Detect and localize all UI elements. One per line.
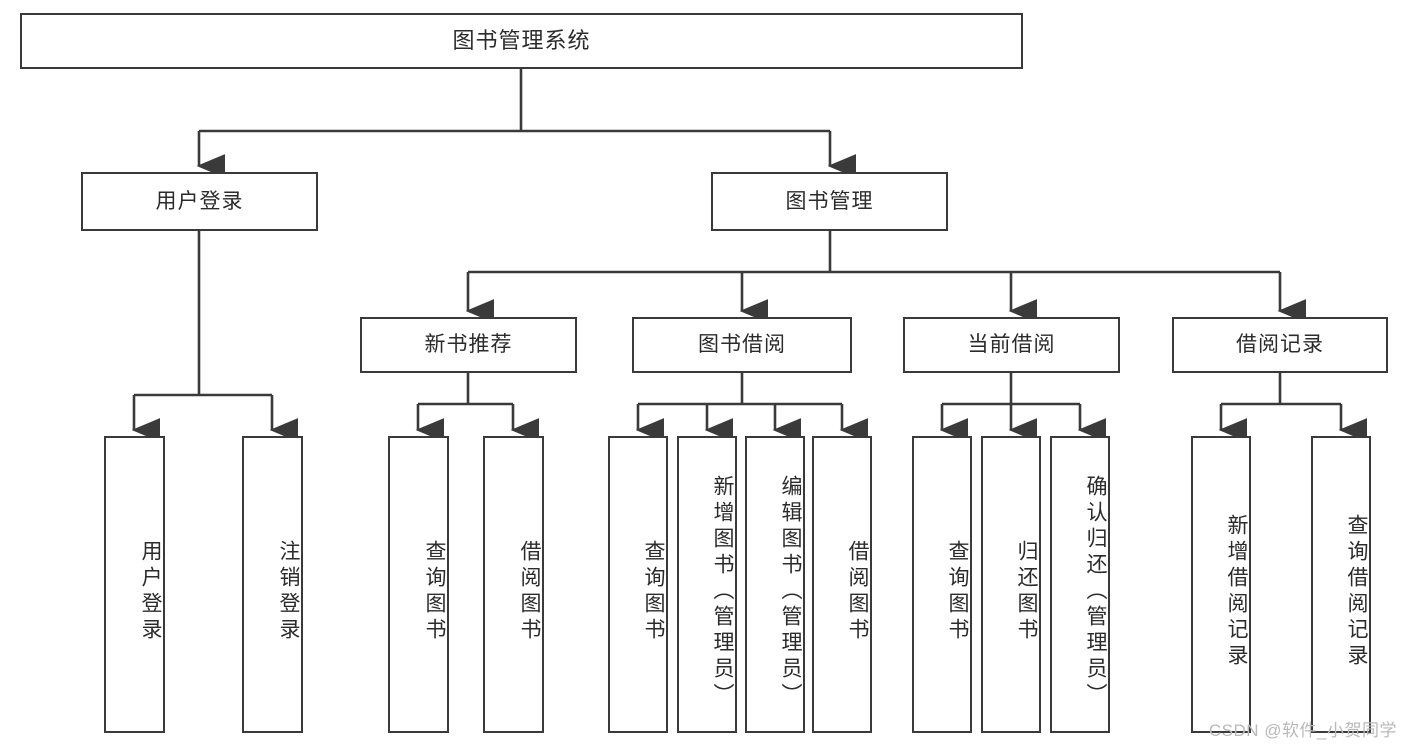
node-leaf-new-book-query[interactable]: 查询图书 bbox=[388, 436, 449, 733]
node-leaf-current-borrow-query[interactable]: 查询图书 bbox=[912, 436, 972, 733]
node-label: 用户登录 bbox=[139, 539, 162, 644]
node-leaf-book-borrow-add[interactable]: 新增图书（管理员） bbox=[677, 436, 737, 733]
node-label: 新增借阅记录 bbox=[1225, 513, 1248, 670]
node-leaf-current-borrow-return[interactable]: 归还图书 bbox=[981, 436, 1041, 733]
watermark-csdn: CSDN @软件_小贺同学 bbox=[1208, 721, 1397, 740]
node-current-borrowing[interactable]: 当前借阅 bbox=[903, 317, 1120, 373]
node-book-borrowing[interactable]: 图书借阅 bbox=[632, 317, 852, 373]
node-label: 查询图书 bbox=[642, 539, 665, 644]
node-label: 查询图书 bbox=[946, 539, 969, 644]
node-root-book-management-system[interactable]: 图书管理系统 bbox=[20, 13, 1023, 69]
node-label: 注销登录 bbox=[277, 539, 300, 644]
node-user-login[interactable]: 用户登录 bbox=[81, 172, 318, 231]
node-leaf-borrow-record-add[interactable]: 新增借阅记录 bbox=[1191, 436, 1251, 733]
node-leaf-user-login-signin[interactable]: 用户登录 bbox=[104, 436, 165, 733]
node-leaf-user-login-signout[interactable]: 注销登录 bbox=[242, 436, 303, 733]
node-label: 归还图书 bbox=[1015, 539, 1038, 644]
node-label: 查询借阅记录 bbox=[1345, 513, 1368, 670]
node-leaf-book-borrow-edit[interactable]: 编辑图书（管理员） bbox=[745, 436, 805, 733]
node-label: 图书管理系统 bbox=[452, 27, 591, 53]
node-label: 图书借阅 bbox=[698, 333, 786, 357]
node-label: 借阅图书 bbox=[846, 539, 869, 644]
node-borrowing-records[interactable]: 借阅记录 bbox=[1172, 317, 1388, 373]
node-label: 用户登录 bbox=[155, 189, 244, 213]
node-leaf-new-book-borrow[interactable]: 借阅图书 bbox=[483, 436, 544, 733]
node-leaf-current-borrow-confirm-return[interactable]: 确认归还（管理员） bbox=[1050, 436, 1110, 733]
node-label: 确认归还（管理员） bbox=[1084, 474, 1107, 709]
node-label: 借阅记录 bbox=[1236, 333, 1324, 357]
node-label: 图书管理 bbox=[785, 189, 874, 213]
node-leaf-borrow-record-query[interactable]: 查询借阅记录 bbox=[1311, 436, 1371, 733]
node-leaf-book-borrow-query[interactable]: 查询图书 bbox=[608, 436, 668, 733]
node-label: 当前借阅 bbox=[967, 333, 1056, 357]
node-label: 借阅图书 bbox=[518, 539, 541, 644]
node-label: 查询图书 bbox=[423, 539, 446, 644]
node-new-book-recommendation[interactable]: 新书推荐 bbox=[360, 317, 577, 373]
node-label: 新增图书（管理员） bbox=[711, 474, 734, 709]
node-label: 新书推荐 bbox=[424, 333, 513, 357]
node-book-management[interactable]: 图书管理 bbox=[711, 172, 948, 231]
node-label: 编辑图书（管理员） bbox=[779, 474, 802, 709]
node-leaf-book-borrow-borrow[interactable]: 借阅图书 bbox=[812, 436, 872, 733]
